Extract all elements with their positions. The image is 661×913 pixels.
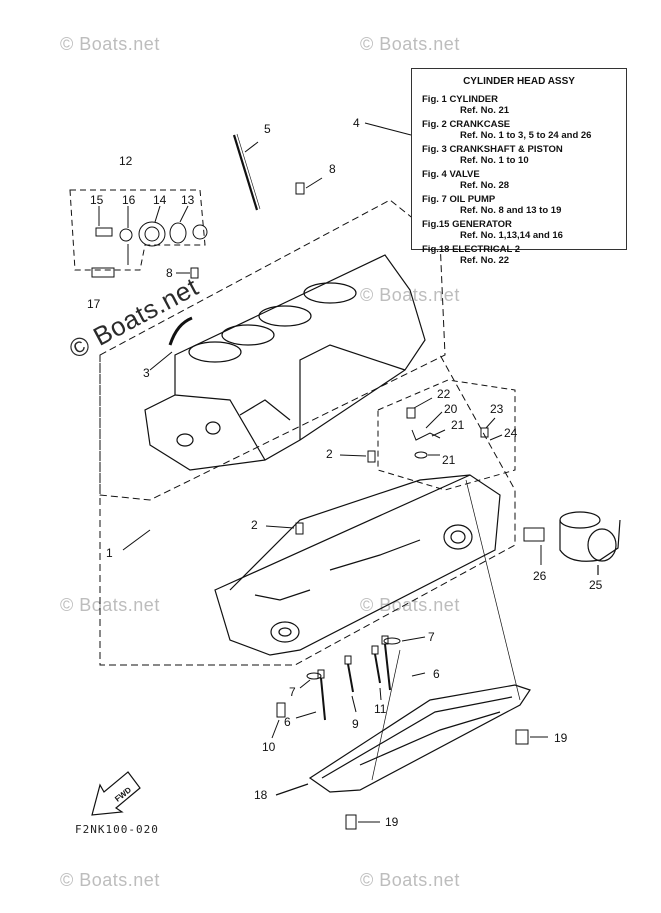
legend-fig: Fig.18 ELECTRICAL 2 <box>422 244 521 255</box>
watermark: © Boats.net <box>360 595 460 615</box>
legend-ref: Ref. No. 8 and 13 to 19 <box>460 205 562 216</box>
legend-ref: Ref. No. 28 <box>460 180 510 191</box>
callout-4: 4 <box>353 116 360 130</box>
callout-26: 26 <box>533 569 547 583</box>
callout-24: 24 <box>504 426 518 440</box>
callout-19: 19 <box>385 815 399 829</box>
callout-2: 2 <box>251 518 258 532</box>
legend-fig: Fig. 7 OIL PUMP <box>422 194 496 205</box>
seal-parts <box>91 205 208 278</box>
callout-1: 1 <box>106 546 113 560</box>
callout-6: 6 <box>284 715 291 729</box>
callout-6: 6 <box>433 667 440 681</box>
fwd-arrow-icon <box>91 771 141 816</box>
callout-19: 19 <box>554 731 568 745</box>
callout-15: 15 <box>90 193 104 207</box>
callout-21: 21 <box>442 453 456 467</box>
watermark: © Boats.net <box>360 34 460 54</box>
callout-2: 2 <box>326 447 333 461</box>
drawing-code: F2NK100-020 <box>75 823 159 836</box>
callout-8: 8 <box>166 266 173 280</box>
legend-title: CYLINDER HEAD ASSY <box>463 76 575 87</box>
dowel-pin-part <box>295 182 305 195</box>
breather-fitting-part <box>406 397 446 459</box>
callout-20: 20 <box>444 402 458 416</box>
legend-ref: Ref. No. 22 <box>460 255 510 266</box>
legend-fig: Fig. 2 CRANKCASE <box>422 119 511 130</box>
callout-7: 7 <box>428 630 435 644</box>
callout-8: 8 <box>329 162 336 176</box>
group-box-oil <box>377 379 516 491</box>
legend-fig: Fig. 4 VALVE <box>422 169 480 180</box>
group-box-12 <box>69 189 206 271</box>
watermark: © Boats.net <box>360 870 460 890</box>
oil-fitting-part <box>523 527 545 565</box>
washer-part <box>306 672 322 680</box>
oil-filter-part <box>559 511 621 575</box>
legend-ref: Ref. No. 1,13,14 and 16 <box>460 230 563 241</box>
watermark: © Boats.net <box>360 285 460 305</box>
callout-11: 11 <box>374 702 387 716</box>
pin-part <box>480 427 489 438</box>
washer-part <box>383 637 401 645</box>
group-box-upper <box>99 199 446 501</box>
callout-23: 23 <box>490 402 504 416</box>
callout-18: 18 <box>254 788 268 802</box>
watermark: © Boats.net <box>60 34 160 54</box>
watermark: © Boats.net <box>60 870 160 890</box>
lower-crankcase-part <box>214 474 501 656</box>
dowel-pin-part <box>190 267 199 279</box>
legend-ref: Ref. No. 21 <box>460 105 510 116</box>
drain-bolt-parts <box>345 729 548 830</box>
legend-ref: Ref. No. 1 to 3, 5 to 24 and 26 <box>460 130 592 141</box>
group-box-main <box>99 354 516 666</box>
callout-10: 10 <box>262 740 276 754</box>
legend-fig: Fig.15 GENERATOR <box>422 219 512 230</box>
callout-13: 13 <box>181 193 195 207</box>
callout-5: 5 <box>264 122 271 136</box>
upper-crankcase-part <box>144 254 426 471</box>
stud-bolt-part <box>232 133 261 211</box>
legend-fig: Fig. 1 CYLINDER <box>422 94 499 105</box>
callout-21: 21 <box>451 418 465 432</box>
watermark: © Boats.net <box>60 595 160 615</box>
callout-17: 17 <box>87 297 101 311</box>
dowel-pin-part <box>367 450 376 463</box>
oil-pan-part <box>275 684 531 796</box>
dowel-pin-part <box>295 522 304 535</box>
callout-16: 16 <box>122 193 136 207</box>
callout-14: 14 <box>153 193 167 207</box>
callout-12: 12 <box>119 154 133 168</box>
legend-fig: Fig. 3 CRANKSHAFT & PISTON <box>422 144 563 155</box>
callout-7: 7 <box>289 685 296 699</box>
callout-25: 25 <box>589 578 603 592</box>
callout-22: 22 <box>437 387 451 401</box>
bolt-parts <box>271 635 426 739</box>
legend-ref: Ref. No. 1 to 10 <box>460 155 529 166</box>
callout-9: 9 <box>352 717 359 731</box>
callout-3: 3 <box>143 366 150 380</box>
